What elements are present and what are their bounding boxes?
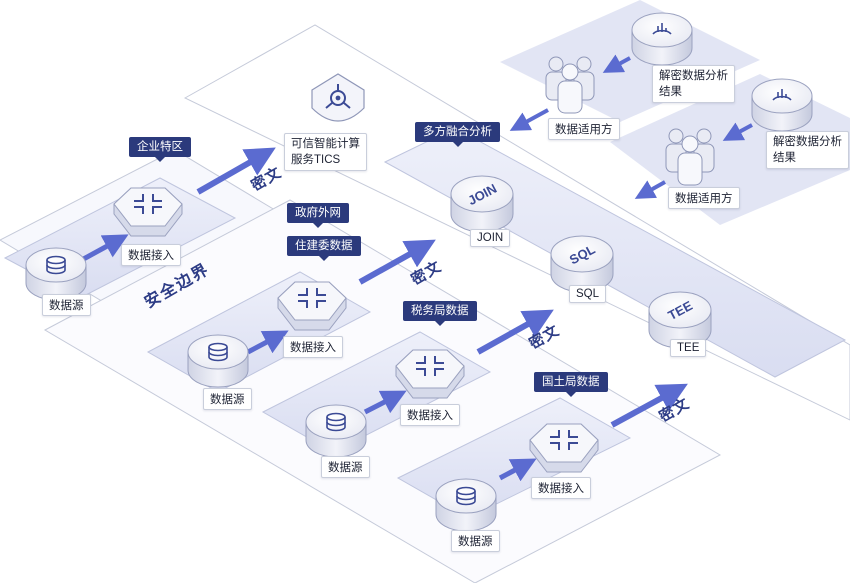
data-access-node-2 xyxy=(277,281,347,331)
database-icon xyxy=(46,255,66,275)
merge-arrows-icon xyxy=(134,194,162,214)
data-access-label-3: 数据接入 xyxy=(400,404,460,426)
enterprise-zone-tag: 企业特区 xyxy=(129,137,191,162)
arrow-to-consumer-1 xyxy=(509,108,549,131)
result-label-2: 解密数据分析 结果 xyxy=(766,131,849,169)
merge-arrows-icon xyxy=(416,356,444,376)
data-source-label-1: 数据源 xyxy=(42,294,91,316)
arrow-source-to-access-3 xyxy=(363,390,407,415)
data-source-disk-1 xyxy=(25,247,87,301)
data-source-label-3: 数据源 xyxy=(321,456,370,478)
result-label-1: 解密数据分析 结果 xyxy=(652,65,735,103)
data-source-disk-3 xyxy=(305,404,367,458)
tics-label: 可信智能计算 服务TICS xyxy=(284,133,367,171)
consumer-label-2: 数据适用方 xyxy=(668,187,740,209)
data-access-label-2: 数据接入 xyxy=(283,336,343,358)
arrow-cipher-out-1 xyxy=(196,147,276,195)
data-source-label-2: 数据源 xyxy=(203,388,252,410)
data-source-disk-2 xyxy=(187,334,249,388)
chart-icon xyxy=(652,23,672,35)
data-access-node-4 xyxy=(529,423,599,473)
database-icon xyxy=(456,486,476,506)
engine-disk-sql: SQL xyxy=(550,235,614,293)
dept-tag-tax: 税务局数据 xyxy=(403,301,477,326)
database-icon xyxy=(326,412,346,432)
merge-arrows-icon xyxy=(298,288,326,308)
engine-label-sql: SQL xyxy=(569,285,607,303)
dept-tag-land: 国土局数据 xyxy=(534,372,608,397)
chart-icon xyxy=(772,89,792,101)
arrow-cipher-out-4 xyxy=(610,383,688,428)
data-access-node-1 xyxy=(113,187,183,237)
result-disk-1 xyxy=(631,12,693,66)
engine-label-tee: TEE xyxy=(670,339,707,357)
arrow-cipher-out-2 xyxy=(358,239,436,285)
arrow-source-to-access-1 xyxy=(76,234,129,265)
arrow-cipher-out-3 xyxy=(476,309,554,355)
merge-arrows-icon xyxy=(550,430,578,450)
consumer-label-1: 数据适用方 xyxy=(548,118,620,140)
engine-disk-join: JOIN xyxy=(450,175,514,233)
result-disk-2 xyxy=(751,78,813,132)
engine-disk-tee: TEE xyxy=(648,291,712,349)
tics-shield-icon xyxy=(311,73,365,122)
arrow-result-1 xyxy=(602,54,631,73)
database-icon xyxy=(208,342,228,362)
consumer-people-icon-2 xyxy=(665,128,715,186)
data-source-label-4: 数据源 xyxy=(451,530,500,552)
gov-network-tag: 政府外网 xyxy=(287,203,349,228)
consumer-people-icon-1 xyxy=(545,56,595,114)
arrow-source-to-access-2 xyxy=(246,330,289,355)
arrow-result-2 xyxy=(722,122,753,141)
dept-tag-housing: 住建委数据 xyxy=(287,236,361,261)
engine-label-join: JOIN xyxy=(470,229,511,247)
data-access-node-3 xyxy=(395,349,465,399)
arrow-to-consumer-2 xyxy=(634,180,666,199)
data-source-disk-4 xyxy=(435,478,497,532)
data-access-label-1: 数据接入 xyxy=(121,244,181,266)
data-access-label-4: 数据接入 xyxy=(531,477,591,499)
multi-party-tag: 多方融合分析 xyxy=(415,122,500,147)
arrow-source-to-access-4 xyxy=(498,458,537,482)
